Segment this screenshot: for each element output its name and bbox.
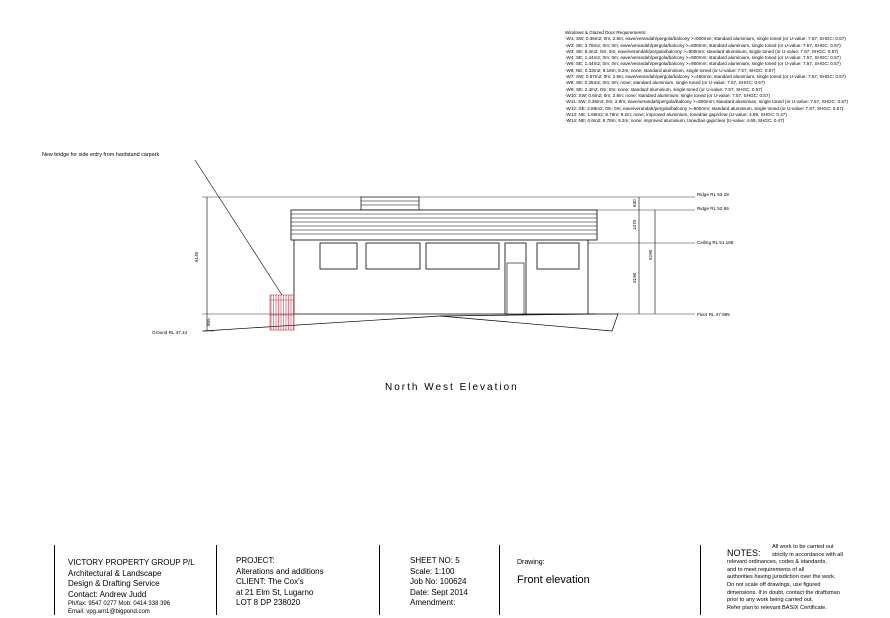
company-block: VICTORY PROPERTY GROUP P/L Architectural… (68, 558, 195, 616)
schedule-row: -W10: SW; 0.6m2; 0m; 2.8m; none; standar… (565, 92, 770, 98)
bridge-note: New bridge for side entry from hardstand… (42, 152, 160, 158)
schedule-row: -W8: NE; 0.33m2; 8.18m; 9.2m; none; stan… (565, 67, 776, 73)
sheet-date: Date: Sept 2014 (410, 587, 468, 597)
notes-body: All work to be carried out strictly in a… (727, 544, 857, 612)
note-line: Refer plan to relevant BASIX Certificate… (727, 604, 827, 611)
schedule-row: -W1: SW; 0.36m2; 0m; 2.8m; eave/verandah… (565, 36, 846, 42)
note-line: authorities having jurisdiction over the… (727, 574, 836, 581)
elevation-title: North West Elevation (385, 382, 519, 393)
note-line: All work to be carried out (772, 544, 834, 550)
schedule-row: -W8: SE; 0.25m2; 0m; 0m; none; standard … (565, 80, 765, 86)
note-line: prior to any work being carried out. (727, 597, 814, 604)
title-block-divider (499, 545, 500, 615)
schedule-row: -W14: NE; 0.6m2; 8.78m; 9.2m; none; impr… (565, 118, 785, 124)
project-name: Alterations and additions (236, 566, 324, 576)
project-client: CLIENT: The Cox's (236, 577, 304, 586)
bridge-leader-line (194, 159, 283, 296)
schedule-heading: Windows & Glazed Door Requirements: (565, 30, 647, 35)
note-line: Do not scale off drawings, use figured (727, 581, 821, 588)
dim-3190: 3190 (632, 272, 637, 283)
dim-1470: 1470 (632, 219, 637, 230)
project-address: at 21 Elm St, Lugarno (236, 587, 314, 597)
company-phone: Ph/fax: 9547 0277 Mob: 0414 338 396 (68, 601, 171, 607)
right-dimensions: 630 1470 3190 5290 Ridge RL 53.29 Ridge … (419, 192, 734, 317)
sheet-block: SHEET NO: 5 Scale: 1:100 Job No: 100624 … (410, 556, 468, 609)
left-dimensions: 6145 855 Ground RL 47.14 (152, 196, 362, 335)
door-panel (506, 262, 525, 315)
sheet-scale: Scale: 1:100 (410, 566, 455, 576)
project-label: PROJECT: (236, 556, 275, 565)
bridge-stair (269, 294, 295, 331)
schedule-row: -W3: SE; 8.4m2; 0m; 0m; eave/verandah/pe… (565, 48, 839, 54)
ceiling-level-label: Ceiling RL 51.185 (697, 240, 734, 245)
company-line2: Architectural & Landscape (68, 568, 162, 578)
ground-level-label: Ground RL 47.14 (152, 330, 188, 335)
note-line: strictly in accordance with all (772, 551, 843, 558)
roof (290, 209, 598, 241)
roof-ridge-cap (360, 196, 420, 211)
schedule-row: -W2: SE; 3.78m2; 0m; 0m; eave/verandah/p… (565, 42, 841, 48)
schedule-row: -W9: SE; 2.4m2; 0m; 0m; none; standard a… (565, 86, 763, 92)
title-block-divider (379, 545, 380, 615)
schedule-row: -W12: SE; 2.88m2; 0m; 0m; eave/verandah/… (565, 105, 844, 111)
title-block-divider (700, 545, 701, 615)
sheet-job: Job No: 100624 (410, 577, 467, 586)
dim-6145: 6145 (194, 251, 199, 262)
ridge-level-label: Ridge RL 52.66 (697, 206, 729, 211)
schedule-row: -W6: SE; 1.44m2; 0m; 0m; eave/verandah/p… (565, 61, 841, 67)
window (365, 242, 421, 270)
ridge-top-level-label: Ridge RL 53.29 (697, 192, 729, 197)
title-block-divider (216, 545, 217, 615)
sheet-amendment: Amendment: (410, 598, 456, 607)
company-line3: Design & Drafting Service (68, 579, 160, 588)
notes-heading: NOTES: (727, 548, 761, 558)
project-block: PROJECT: Alterations and additions CLIEN… (236, 556, 324, 609)
company-contact: Contact: Andrew Judd (68, 589, 147, 599)
company-name: VICTORY PROPERTY GROUP P/L (68, 558, 195, 567)
window (319, 242, 358, 270)
title-block-divider (54, 545, 55, 615)
note-line: and to meet requirements of all (727, 566, 805, 573)
schedule-row: -W11: SW; 0.36m2; 0m; 2.8m; eave/veranda… (565, 99, 848, 105)
company-email: Email: vpg.am1@bigpond.com (68, 609, 150, 615)
schedule-row: -W4: SE; 1.44m2; 0m; 0m; eave/verandah/p… (565, 55, 841, 61)
note-line: dimensions. If in doubt, contact the dra… (727, 589, 840, 596)
sheet-number: SHEET NO: 5 (410, 556, 460, 565)
note-line: relevant ordinances, codes & standards, (727, 559, 827, 566)
dim-5290: 5290 (648, 249, 653, 260)
window (425, 242, 500, 270)
schedule-row: -W13: NE; 1.68m2; 8.78m; 9.2m; none; imp… (565, 111, 787, 117)
ground-line (202, 313, 619, 332)
drawing-name: Front elevation (517, 573, 590, 586)
window-schedule: Windows & Glazed Door Requirements: -W1:… (565, 30, 848, 124)
drawing-label: Drawing: (517, 559, 545, 566)
dim-630: 630 (632, 199, 637, 207)
schedule-row: -W7: SW; 0.87m2; 0m; 2.8m; eave/verandah… (565, 74, 846, 80)
floor-level-label: Floor RL 47.995 (697, 312, 730, 317)
dim-855: 855 (206, 318, 211, 326)
project-lot: LOT 8 DP 238020 (236, 598, 301, 607)
window (536, 242, 580, 270)
drawing-block: Drawing: Front elevation (517, 558, 590, 585)
